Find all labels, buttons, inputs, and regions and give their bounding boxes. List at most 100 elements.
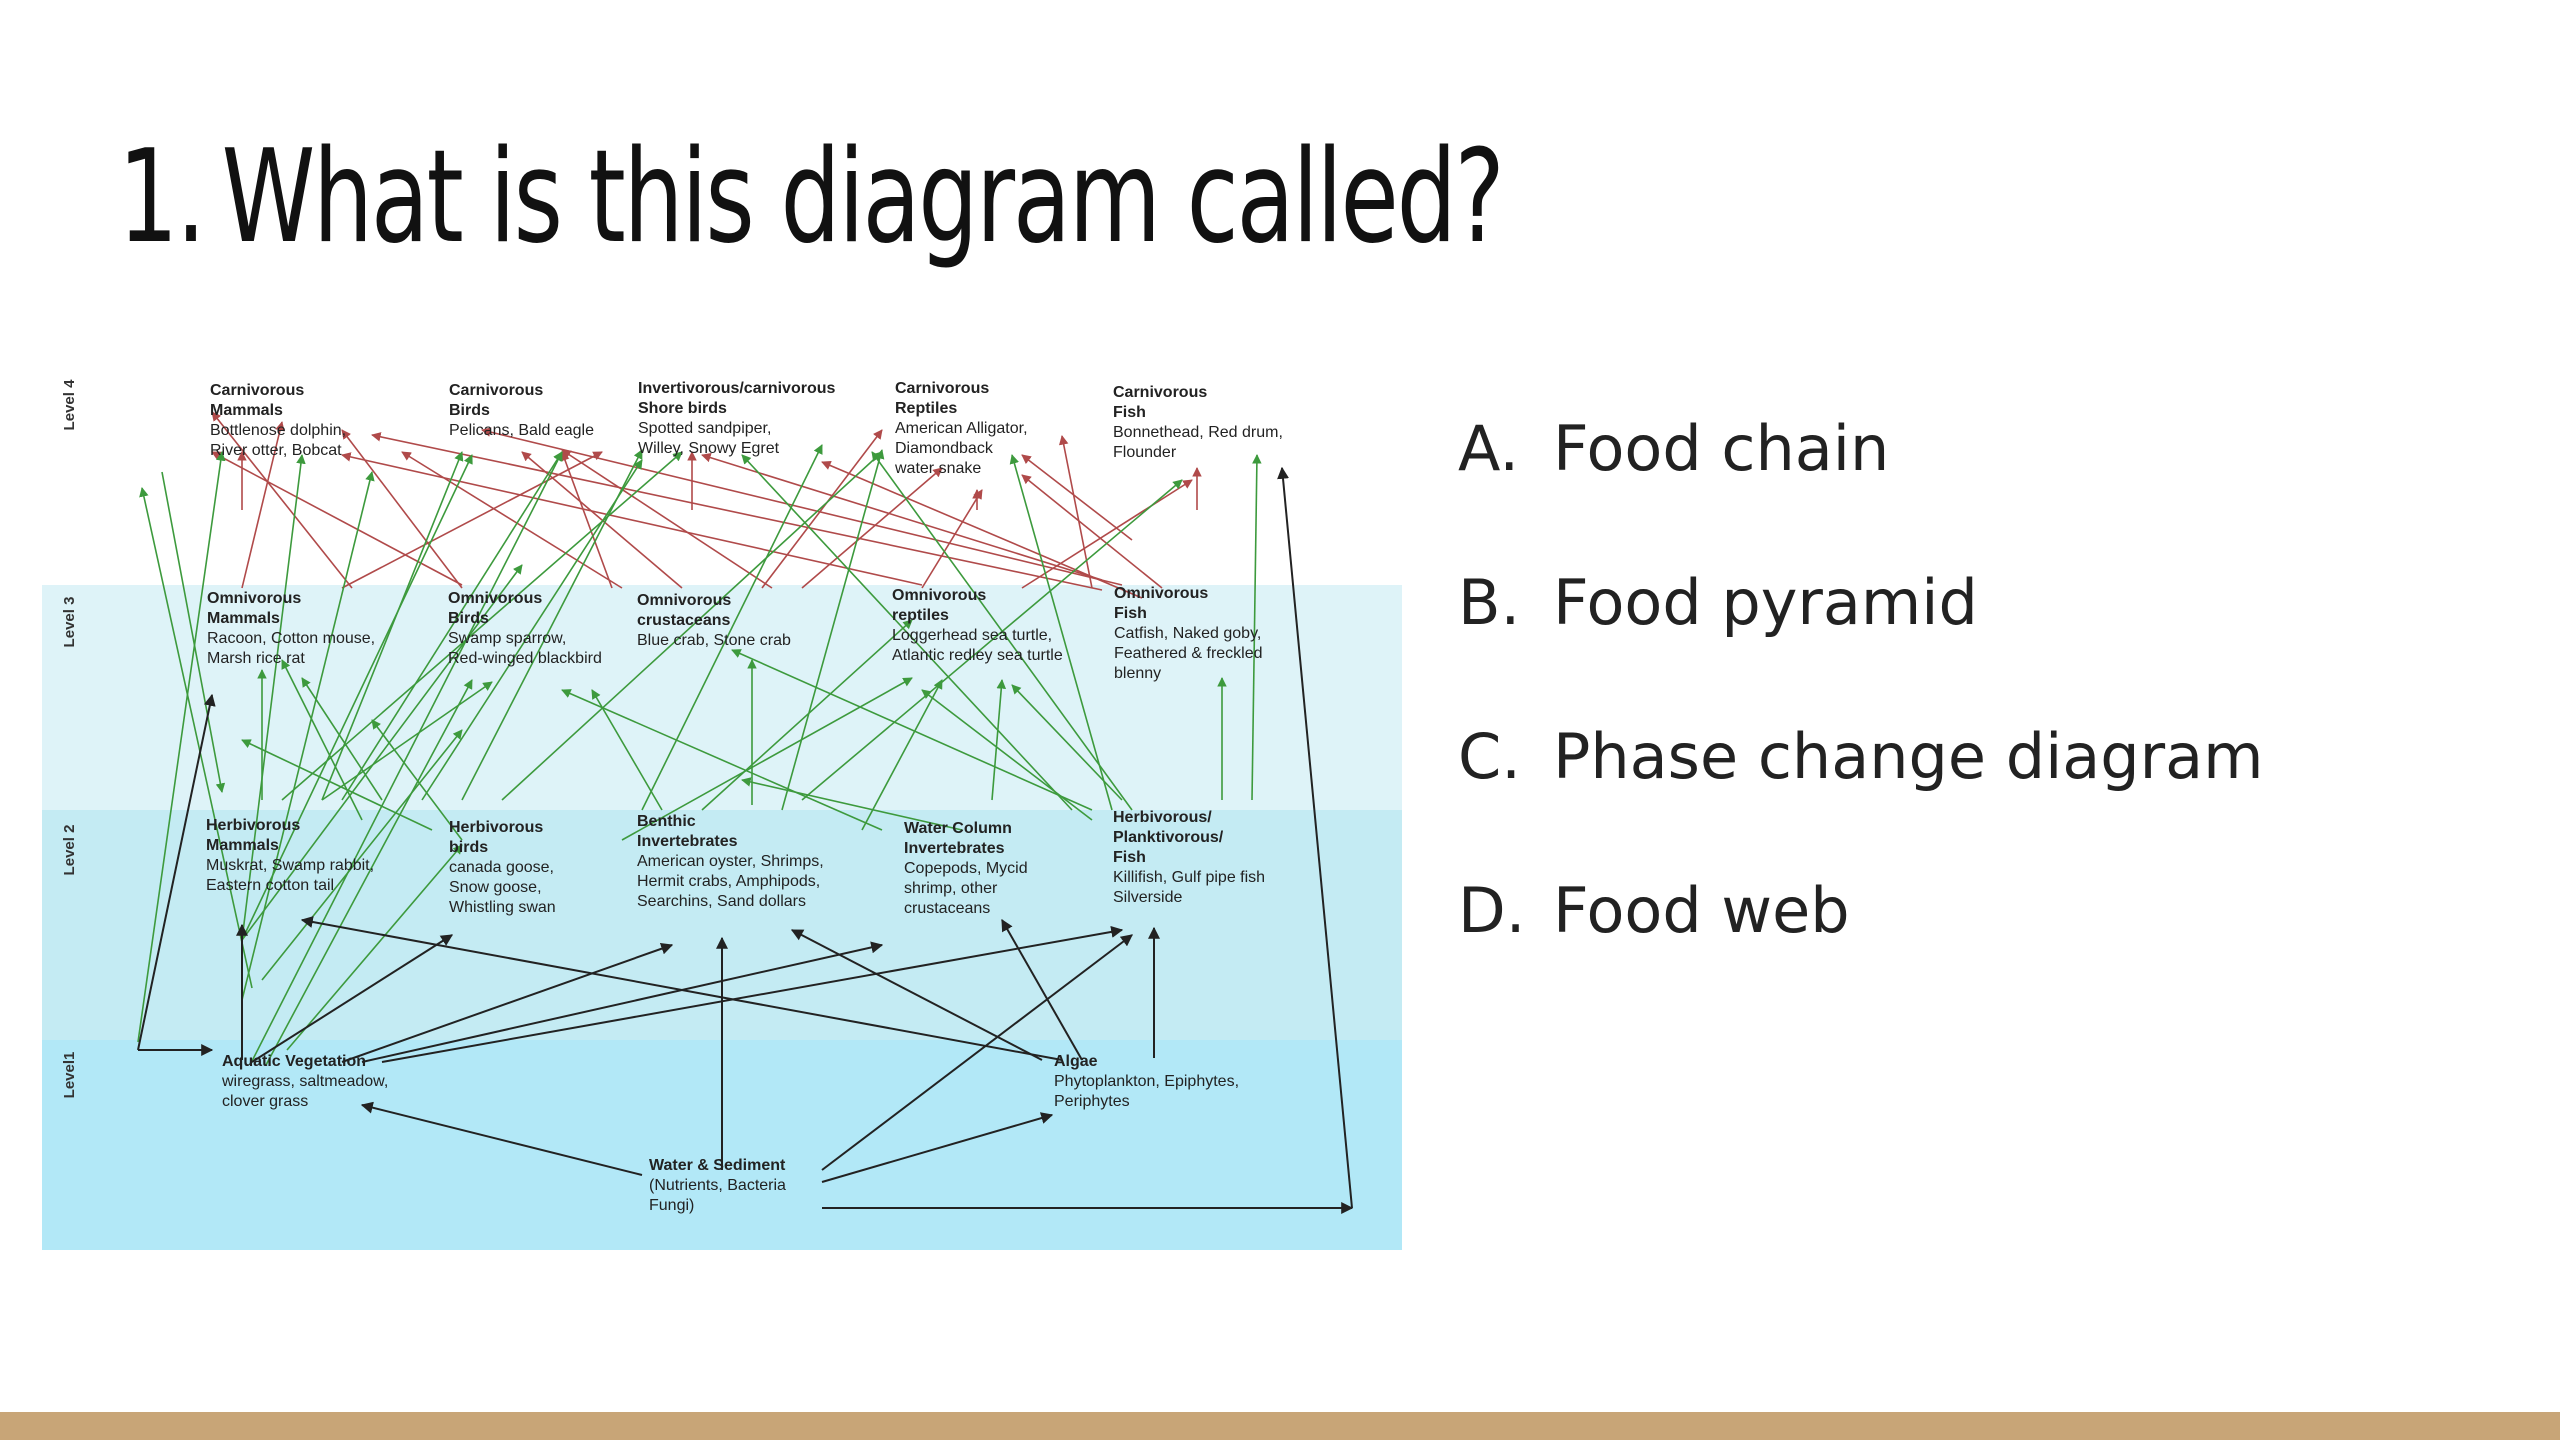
node-cm-line: Bottlenose dolphin,: [210, 422, 346, 439]
node-cr-line: Reptiles: [895, 400, 957, 417]
food-web-arrow: [241, 739, 433, 831]
food-web-arrow: [251, 934, 454, 1063]
question-number: 1.: [118, 123, 206, 272]
node-wc-line: Water Column: [904, 820, 1012, 837]
food-web-arrow: [741, 777, 963, 831]
node-oc-line: crustaceans: [637, 612, 730, 629]
node-cf-line: Carnivorous: [1113, 384, 1207, 401]
answer-b-letter: B.: [1458, 566, 1521, 639]
node-hm-line: Herbivorous: [206, 817, 300, 834]
food-web-arrow: [286, 844, 463, 1051]
food-web-arrow: [1009, 454, 1113, 811]
node-cb-line: Birds: [449, 402, 490, 419]
food-web-arrow: [321, 451, 464, 801]
food-web-arrow: [139, 487, 253, 989]
food-web-arrow: [341, 429, 463, 589]
answer-c-letter: C.: [1458, 720, 1521, 793]
node-ics-line: Willey, Snowy Egret: [638, 440, 780, 457]
food-web-arrow: [1021, 479, 1193, 589]
food-web-arrow: [241, 421, 285, 589]
node-or-line: reptiles: [892, 607, 949, 624]
food-web-arrow: [461, 449, 643, 801]
food-web-arrow: [560, 451, 613, 589]
food-web-arrow: [281, 659, 363, 821]
node-hb-line: Snow goose,: [449, 879, 542, 896]
food-web-arrow: [421, 459, 643, 801]
node-or-line: Omnivorous: [892, 587, 986, 604]
food-web-arrow: [1001, 918, 1083, 1061]
answer-d[interactable]: D.Food web: [1458, 874, 1850, 947]
node-av-line: wiregrass, saltmeadow,: [221, 1073, 388, 1090]
node-oc-line: Omnivorous: [637, 592, 731, 609]
node-cr-line: Carnivorous: [895, 380, 989, 397]
food-web-arrow: [341, 451, 603, 589]
node-cm-line: River otter, Bobcat: [210, 442, 342, 459]
node-ob-line: Swamp sparrow,: [448, 630, 566, 647]
food-web-arrow: [701, 619, 913, 811]
answer-b[interactable]: B.Food pyramid: [1458, 566, 1978, 639]
node-bi-line: Searchins, Sand dollars: [637, 893, 806, 910]
food-web-arrow: [921, 489, 983, 589]
food-web-arrow: [1058, 435, 1093, 589]
node-cb-line: Pelicans, Bald eagle: [449, 422, 594, 439]
node-cr-line: American Alligator,: [895, 420, 1028, 437]
food-web-arrow: [821, 1112, 1054, 1183]
node-of-line: Fish: [1114, 605, 1147, 622]
answer-d-text: Food web: [1553, 874, 1850, 947]
node-or-line: Atlantic redley sea turtle: [892, 647, 1063, 664]
level-label: Level 3: [61, 597, 78, 648]
food-web-arrow: [281, 451, 683, 801]
food-web-arrow: [1277, 466, 1353, 1209]
food-web-arrow: [871, 451, 1133, 811]
food-web-arrow: [211, 451, 463, 586]
node-ws-line: Water & Sediment: [649, 1157, 786, 1174]
food-web-arrow: [821, 460, 1143, 599]
node-al-line: Algae: [1054, 1053, 1098, 1070]
food-web-arrow: [341, 942, 674, 1063]
node-bi-line: American oyster, Shrimps,: [637, 853, 824, 870]
food-web-arrow: [241, 454, 473, 941]
food-web-arrow: [265, 679, 473, 1066]
node-hb-line: canada goose,: [449, 859, 554, 876]
node-al-line: Periphytes: [1054, 1093, 1130, 1110]
node-hm-line: Mammals: [206, 837, 279, 854]
food-web-links: [137, 411, 1354, 1214]
node-wc-line: crustaceans: [904, 900, 990, 917]
node-ob-line: Birds: [448, 610, 489, 627]
node-hpf-line: Silverside: [1113, 889, 1182, 906]
food-web-arrow: [781, 449, 885, 811]
answer-c[interactable]: C. Phase change diagram: [1458, 720, 2264, 793]
node-ws: Water & Sediment(Nutrients, BacteriaFung…: [649, 1157, 786, 1214]
node-ob-line: Omnivorous: [448, 590, 542, 607]
food-web-arrow: [991, 679, 1007, 801]
food-web-arrow: [521, 451, 683, 589]
node-cf-line: Bonnethead, Red drum,: [1113, 424, 1283, 441]
food-web-arrow: [241, 564, 523, 941]
node-ws-line: Fungi): [649, 1197, 694, 1214]
node-cm-line: Mammals: [210, 402, 283, 419]
node-cf-line: Fish: [1113, 404, 1146, 421]
node-or-line: Loggerhead sea turtle,: [892, 627, 1052, 644]
food-web-arrow: [360, 1101, 643, 1176]
node-oc-line: Blue crab, Stone crab: [637, 632, 791, 649]
node-ics-line: Shore birds: [638, 400, 727, 417]
answer-a[interactable]: A.Food chain: [1458, 412, 1889, 485]
answer-c-text: Phase change diagram: [1553, 720, 2264, 793]
food-web-arrow: [731, 649, 1093, 811]
node-ob-line: Red-winged blackbird: [448, 650, 602, 667]
food-web-arrow: [861, 679, 943, 831]
food-web-arrow: [371, 432, 1103, 591]
